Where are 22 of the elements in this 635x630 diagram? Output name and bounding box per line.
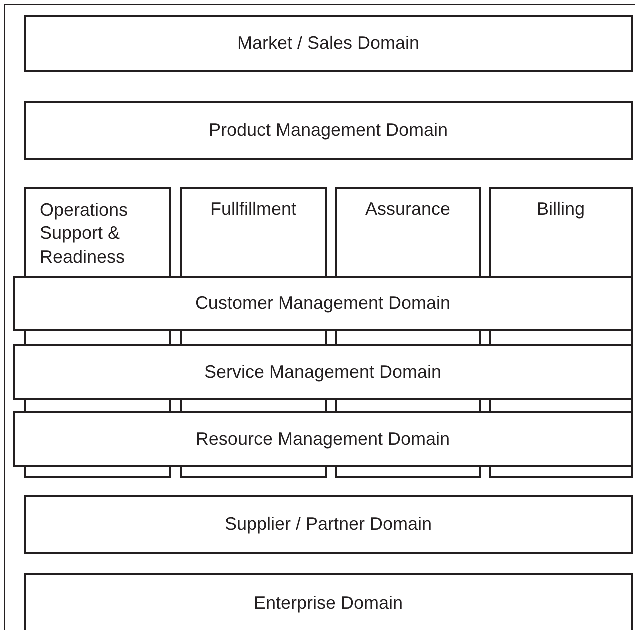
domain-label: Service Management Domain (204, 362, 442, 382)
domain-label: Customer Management Domain (195, 293, 451, 314)
process-column (489, 187, 633, 276)
domain-band (24, 15, 633, 72)
domain-label: Product Management Domain (208, 120, 448, 141)
domain-band (24, 573, 633, 630)
column-title: Fullfillment (210, 199, 297, 220)
domain-band (13, 344, 633, 400)
domain-band (13, 411, 633, 467)
domain-label: Supplier / Partner Domain (224, 514, 432, 535)
domain-label: Market / Sales Domain (237, 33, 420, 54)
domain-band (13, 276, 633, 331)
domain-label: Resource Management Domain (196, 428, 450, 450)
column-title: Assurance (365, 199, 451, 220)
domain-band (24, 101, 633, 160)
process-column (335, 187, 481, 276)
process-column (180, 187, 327, 276)
column-title: Operations Support & Readiness (40, 199, 130, 269)
domain-label: Enterprise Domain (254, 592, 404, 614)
process-column (24, 187, 171, 276)
domain-band (24, 495, 633, 554)
column-title: Billing (536, 199, 586, 220)
